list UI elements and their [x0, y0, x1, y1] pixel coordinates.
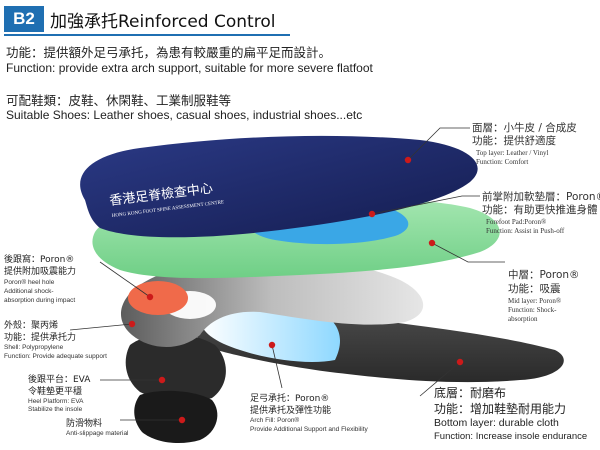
forefoot-label-en1: Forefoot Pad:Poron® — [486, 218, 547, 226]
arch-fill-label-en2: Provide Additional Support and Flexibili… — [250, 426, 368, 433]
dot-shell — [128, 320, 136, 328]
bottom-layer-label-zh1: 底層：耐磨布 — [434, 386, 507, 400]
anti-slip-label-zh1: 防滑物料 — [66, 419, 103, 429]
dot-heel-hole — [146, 293, 154, 301]
page-title: 加強承托Reinforced Control — [50, 12, 276, 32]
heel-hole-label-en2: Additional shock- — [4, 288, 54, 295]
heel-hole-label-en3: absorption during impact — [4, 297, 76, 304]
dot-arch-fill — [268, 341, 276, 349]
title-underline — [4, 34, 290, 36]
heel-hole-label-en1: Poron® heel hole — [4, 279, 55, 286]
heel-platform-shape — [125, 333, 226, 402]
forefoot-label-zh2: 功能：有助更快推進身體 — [482, 204, 598, 216]
arch-fill-label-zh1: 足弓承托：Poron® — [250, 394, 330, 404]
top-layer-label-zh1: 面層：小牛皮 / 合成皮 — [472, 122, 577, 134]
forefoot-label-zh1: 前掌附加軟墊層：Poron® — [482, 191, 600, 203]
dot-anti-slip — [178, 416, 186, 424]
shell-label-en1: Shell: Polypropylene — [4, 344, 64, 351]
bottom-layer-label-en1: Bottom layer: durable cloth — [434, 417, 559, 429]
heel-hole-label-zh1: 後跟窩：Poron® — [4, 255, 75, 265]
anti-slip-shape — [134, 390, 218, 444]
leader-top-layer — [407, 127, 470, 161]
shoes-en: Suitable Shoes: Leather shoes, casual sh… — [6, 108, 363, 122]
dot-top-layer — [404, 156, 412, 164]
shell-label-zh1: 外殼：聚丙烯 — [4, 321, 59, 331]
mid-layer-label-zh2: 功能：吸震 — [508, 283, 561, 295]
top-layer-label-en2: Function: Comfort — [476, 158, 529, 166]
mid-layer-label-en3: absorption — [508, 315, 538, 323]
shell-label-en2: Function: Provide adequate support — [4, 353, 107, 360]
heel-hole-label-zh2: 提供附加吸震能力 — [4, 267, 77, 277]
mid-layer-label-zh1: 中層：Poron® — [508, 269, 580, 281]
leader-arch-fill — [271, 344, 283, 389]
leader-shell — [69, 323, 133, 331]
shell-shape — [120, 256, 424, 348]
heel-platform-label-en1: Heel Platform: EVA — [28, 398, 84, 405]
leader-heel-hole — [99, 261, 151, 298]
mid-layer-label-en1: Mid layer: Poron® — [508, 297, 562, 305]
bottom-layer-label-en2: Function: Increase insole endurance — [434, 431, 588, 442]
leader-forefoot — [371, 195, 480, 215]
function-zh: 功能：提供額外足弓承托，為患有較嚴重的扁平足而設計。 — [6, 45, 332, 60]
shell-label-zh2: 功能：提供承托力 — [4, 333, 77, 343]
arch-fill-label-en1: Arch Fill: Poron® — [250, 417, 300, 424]
arch-fill-label-zh2: 提供承托及彈性功能 — [250, 406, 332, 416]
mid-layer-label-en2: Function: Shock- — [508, 306, 557, 314]
leader-mid-layer — [431, 242, 505, 263]
forefoot-label-en2: Function: Assist in Push-off — [486, 227, 565, 235]
model-badge: B2 — [4, 6, 44, 32]
heel-platform-label-zh2: 令鞋墊更平穩 — [28, 387, 83, 397]
top-layer-label-en1: Top layer: Leather / Vinyl — [476, 149, 549, 157]
anti-slip-label-en1: Anti-slippage material — [66, 430, 129, 437]
top-layer-shape — [80, 135, 478, 238]
heel-platform-label-zh1: 後跟平台：EVA — [28, 375, 91, 385]
function-en: Function: provide extra arch support, su… — [6, 61, 373, 75]
dot-forefoot — [368, 210, 376, 218]
heel-hole-shape — [128, 281, 188, 315]
heel-platform-label-en2: Stabilize the insole — [28, 406, 83, 413]
top-layer-label-zh2: 功能：提供舒適度 — [472, 135, 556, 147]
bottom-layer-label-zh2: 功能：增加鞋墊耐用能力 — [434, 402, 567, 416]
dot-mid-layer — [428, 239, 436, 247]
shoes-zh: 可配鞋類：皮鞋、休閑鞋、工業制服鞋等 — [6, 93, 232, 108]
dot-bottom-layer — [456, 358, 464, 366]
dot-heel-platform — [158, 376, 166, 384]
leader-bottom-layer — [419, 361, 461, 397]
